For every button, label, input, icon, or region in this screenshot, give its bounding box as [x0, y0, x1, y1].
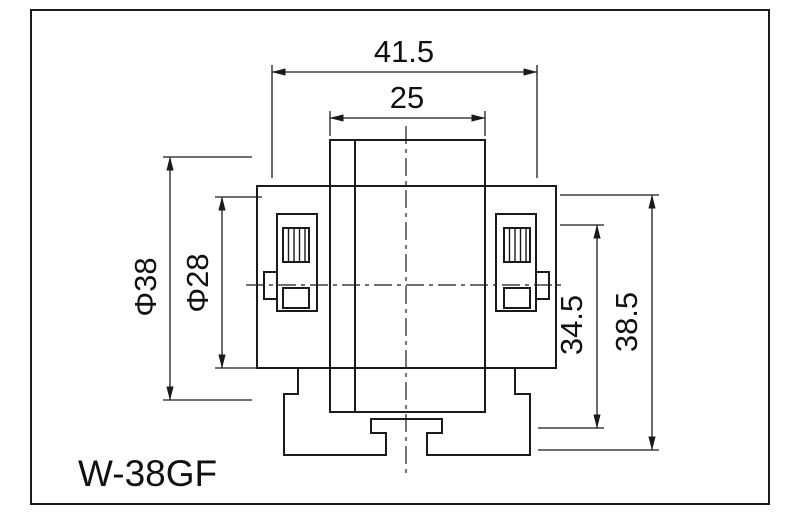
left-bearing [263, 213, 318, 312]
right-bearing-hatch [508, 228, 527, 262]
left-axle-tab [263, 271, 278, 300]
part-label: W-38GF [78, 453, 217, 494]
right-bearing-seal [503, 287, 531, 309]
wheel-outline [329, 139, 486, 413]
left-bearing-hatch [287, 228, 306, 262]
dim-overall-height-text: 38.5 [609, 292, 644, 352]
frame-body-outline [256, 185, 557, 369]
dim-overall-width: 41.5 [271, 34, 538, 178]
dim-tread-width: 25 [329, 80, 486, 136]
dim-wheel-diameter-text: Φ38 [128, 257, 163, 316]
right-bearing-outline [495, 213, 537, 312]
right-bearing-race [503, 227, 531, 263]
dim-overall-width-text: 41.5 [374, 34, 434, 69]
right-axle-tab [535, 271, 550, 300]
dim-overall-height: 38.5 [538, 194, 659, 451]
dim-wheel-diameter: Φ38 [128, 156, 252, 401]
right-bearing [495, 213, 550, 312]
dim-tread-width-text: 25 [390, 80, 424, 115]
rail-mount-outline [283, 368, 531, 456]
sheet-border [30, 9, 770, 505]
left-bearing-race [282, 227, 310, 263]
dim-hub-diameter-text: Φ28 [180, 253, 215, 312]
left-bearing-seal [282, 287, 310, 309]
dim-hub-diameter: Φ28 [180, 196, 262, 369]
left-bearing-outline [276, 213, 318, 312]
dim-inner-height: 34.5 [538, 224, 604, 429]
part-geometry [256, 139, 557, 456]
dim-inner-height-text: 34.5 [554, 295, 589, 355]
centerlines [246, 126, 566, 474]
